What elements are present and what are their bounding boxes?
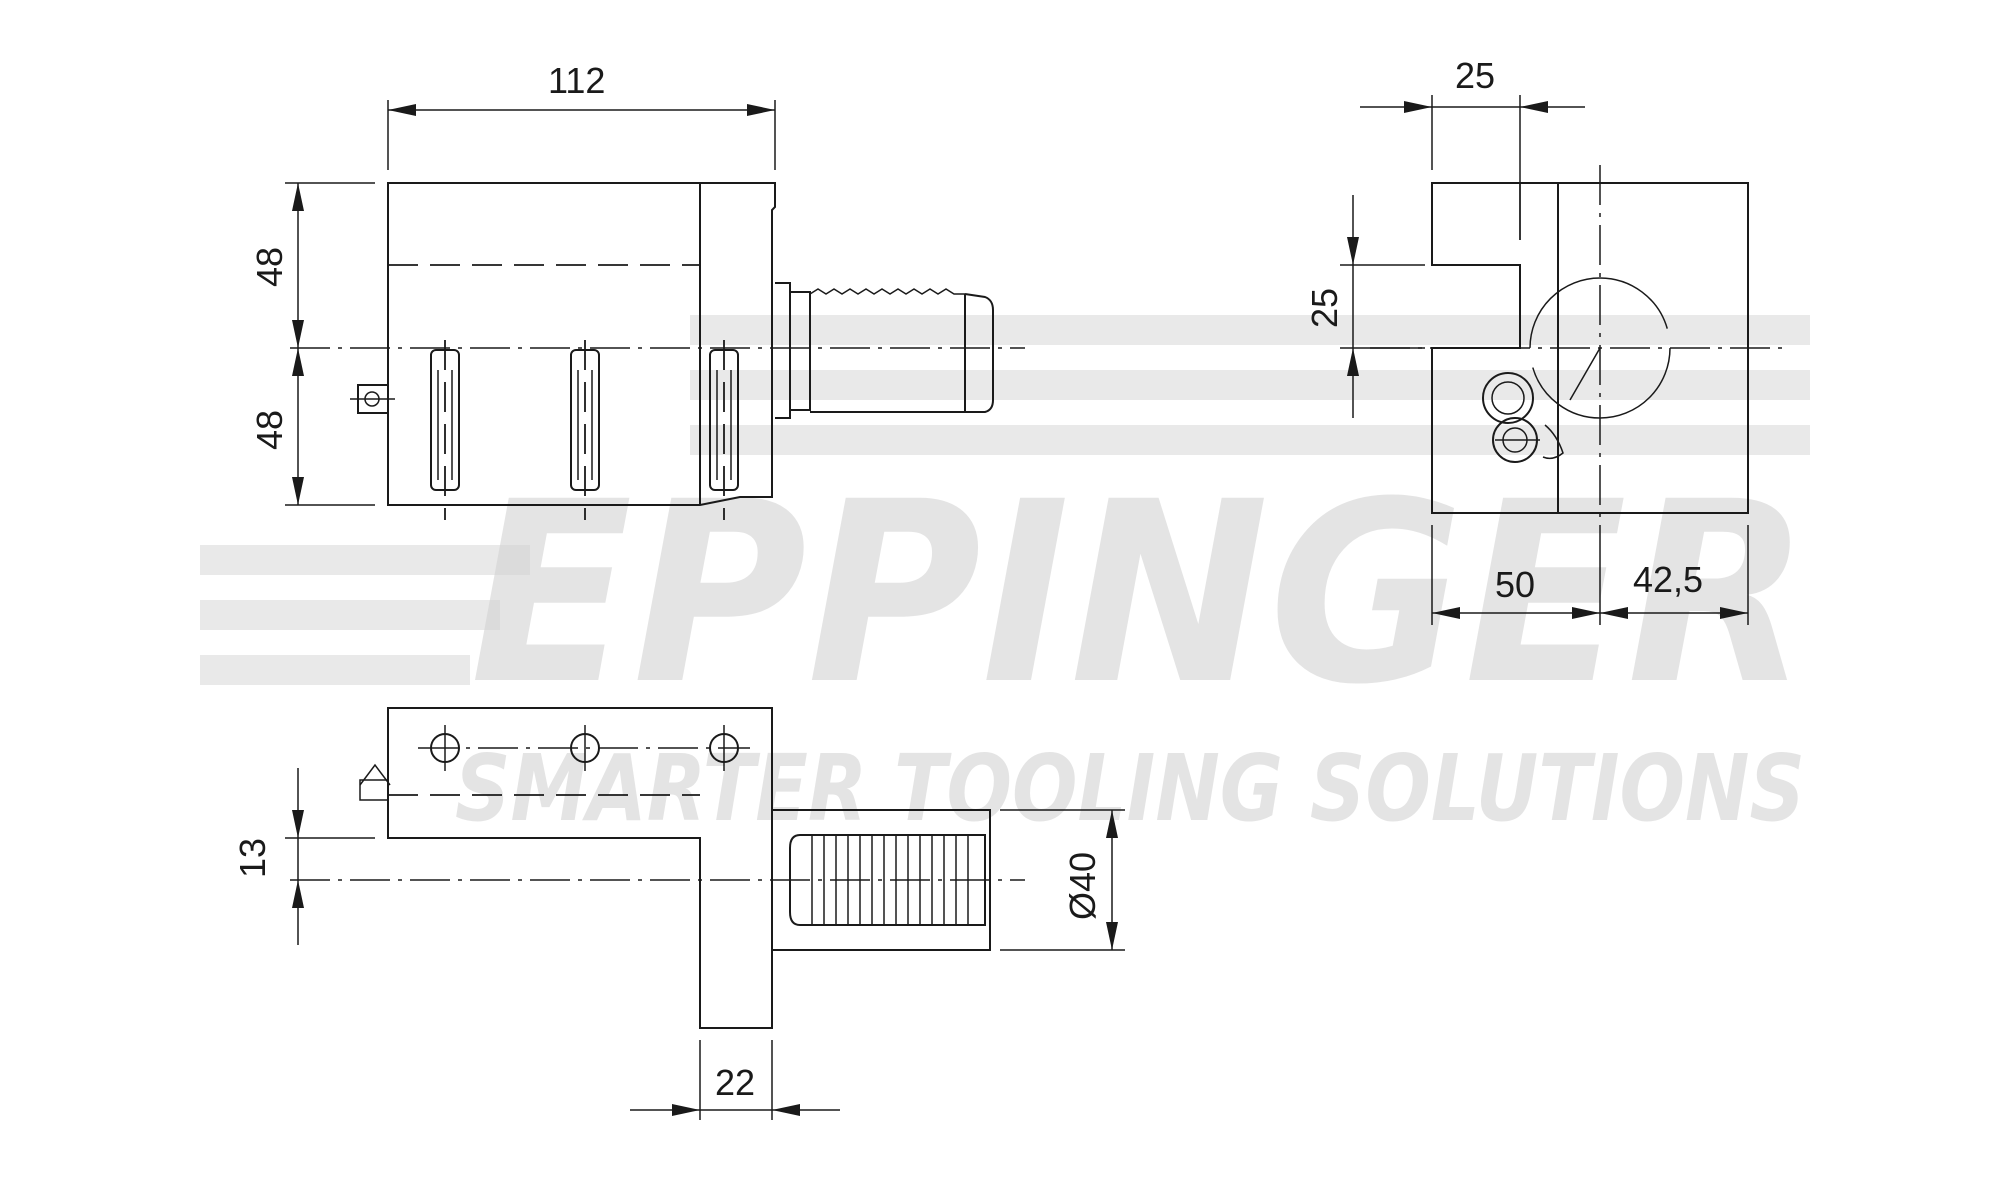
watermark-logo: EPPINGER SMARTER TOOLING SOLUTIONS [200, 315, 1810, 842]
mounting-hole [709, 725, 739, 771]
dim-side-height-slot: 25 [1304, 288, 1345, 328]
dim-side-width-top: 25 [1455, 55, 1495, 96]
dim-side-width-left: 50 [1495, 564, 1535, 605]
front-view: 112 48 48 [249, 60, 1025, 520]
top-view: 13 Ø40 22 [232, 707, 1125, 1120]
dim-front-length: 112 [548, 60, 605, 101]
dim-front-height-lower: 48 [249, 410, 290, 450]
dim-top-leg-width: 22 [715, 1062, 755, 1103]
side-view: 25 25 50 42,5 [1304, 55, 1790, 625]
clamp-screw [570, 340, 600, 520]
dim-top-offset: 13 [232, 838, 273, 878]
watermark-tagline: SMARTER TOOLING SOLUTIONS [455, 735, 1805, 842]
dim-shank-diameter: Ø40 [1062, 852, 1103, 920]
clamp-screw [709, 340, 739, 520]
dim-front-height-upper: 48 [249, 247, 290, 287]
watermark-brand: EPPINGER [470, 448, 1810, 739]
mounting-hole [570, 725, 600, 771]
clamp-screw [430, 340, 460, 520]
mounting-hole [430, 725, 460, 771]
dim-side-width-right: 42,5 [1633, 559, 1703, 600]
